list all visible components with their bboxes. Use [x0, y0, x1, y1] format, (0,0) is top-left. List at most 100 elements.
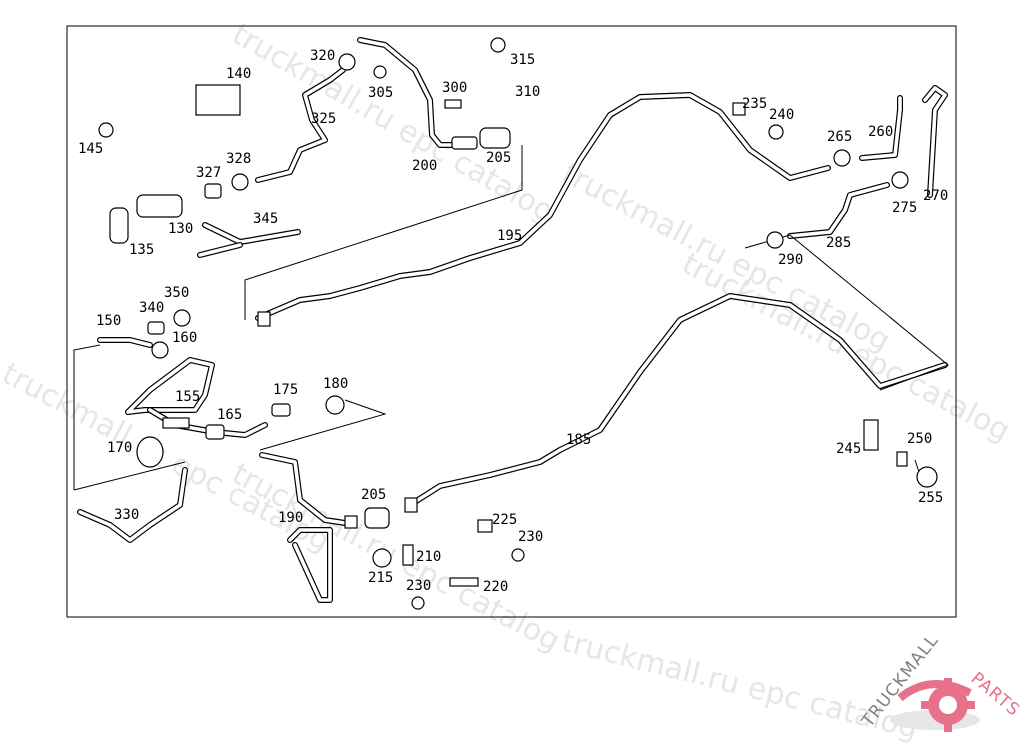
part-shape — [271, 403, 291, 417]
tube — [255, 67, 346, 183]
part-shape — [373, 65, 387, 79]
part-label-290[interactable]: 290 — [778, 252, 803, 268]
tube — [787, 182, 890, 239]
part-label-300[interactable]: 300 — [442, 80, 467, 96]
part-shape — [451, 136, 478, 150]
part-shape — [162, 417, 190, 429]
part-label-230[interactable]: 230 — [406, 578, 431, 594]
part-shape — [364, 507, 390, 529]
part-label-240[interactable]: 240 — [769, 107, 794, 123]
part-label-150[interactable]: 150 — [96, 313, 121, 329]
part-label-185[interactable]: 185 — [566, 432, 591, 448]
part-label-327[interactable]: 327 — [196, 165, 221, 181]
part-label-230[interactable]: 230 — [518, 529, 543, 545]
part-shape — [511, 548, 525, 562]
part-shape — [891, 171, 909, 189]
gear-icon — [890, 678, 980, 732]
part-label-305[interactable]: 305 — [368, 85, 393, 101]
part-label-215[interactable]: 215 — [368, 570, 393, 586]
part-label-135[interactable]: 135 — [129, 242, 154, 258]
tube — [407, 293, 948, 508]
part-label-328[interactable]: 328 — [226, 151, 251, 167]
part-shape — [732, 102, 746, 116]
part-label-130[interactable]: 130 — [168, 221, 193, 237]
part-shape — [257, 311, 271, 327]
part-shape — [402, 544, 414, 566]
part-shape — [151, 341, 169, 359]
part-shape — [768, 124, 784, 140]
part-label-160[interactable]: 160 — [172, 330, 197, 346]
part-label-345[interactable]: 345 — [253, 211, 278, 227]
part-shape — [231, 173, 249, 191]
tube — [357, 37, 468, 148]
diagram-frame — [66, 25, 957, 618]
part-shape — [109, 207, 129, 244]
part-label-325[interactable]: 325 — [311, 111, 336, 127]
part-label-205[interactable]: 205 — [361, 487, 386, 503]
leader-line — [259, 399, 387, 451]
part-label-235[interactable]: 235 — [742, 96, 767, 112]
part-label-350[interactable]: 350 — [164, 285, 189, 301]
part-label-180[interactable]: 180 — [323, 376, 348, 392]
tube — [77, 467, 188, 543]
part-shape — [833, 149, 851, 167]
part-shape — [147, 321, 165, 335]
part-shape — [204, 183, 222, 199]
part-label-250[interactable]: 250 — [907, 431, 932, 447]
part-shape — [173, 309, 191, 327]
part-label-165[interactable]: 165 — [217, 407, 242, 423]
part-label-275[interactable]: 275 — [892, 200, 917, 216]
part-shape — [444, 99, 462, 109]
part-label-170[interactable]: 170 — [107, 440, 132, 456]
part-label-140[interactable]: 140 — [226, 66, 251, 82]
part-shape — [411, 596, 425, 610]
part-label-175[interactable]: 175 — [273, 382, 298, 398]
logo-text-accent: PARTS — [967, 669, 1024, 721]
truckmall-logo: TRUCKMALL PARTS — [858, 631, 1024, 732]
leader-line — [244, 145, 523, 320]
tube — [859, 95, 903, 161]
leader-line — [73, 344, 101, 490]
part-shape — [490, 37, 506, 53]
part-label-310[interactable]: 310 — [515, 84, 540, 100]
part-label-245[interactable]: 245 — [836, 441, 861, 457]
part-shape — [916, 466, 938, 488]
part-shape — [863, 419, 879, 451]
tube — [202, 222, 301, 245]
tube — [287, 527, 333, 603]
part-shape — [338, 53, 356, 71]
part-label-155[interactable]: 155 — [175, 389, 200, 405]
part-shape — [136, 194, 183, 218]
tube — [197, 242, 243, 258]
part-label-315[interactable]: 315 — [510, 52, 535, 68]
part-label-285[interactable]: 285 — [826, 235, 851, 251]
part-label-330[interactable]: 330 — [114, 507, 139, 523]
part-label-265[interactable]: 265 — [827, 129, 852, 145]
part-label-320[interactable]: 320 — [310, 48, 335, 64]
tube — [259, 452, 348, 526]
part-shape — [896, 451, 908, 467]
part-label-220[interactable]: 220 — [483, 579, 508, 595]
tube — [255, 92, 831, 321]
part-label-200[interactable]: 200 — [412, 158, 437, 174]
part-label-145[interactable]: 145 — [78, 141, 103, 157]
part-shape — [449, 577, 479, 587]
part-label-190[interactable]: 190 — [278, 510, 303, 526]
part-label-210[interactable]: 210 — [416, 549, 441, 565]
part-shape — [372, 548, 392, 568]
part-label-270[interactable]: 270 — [923, 188, 948, 204]
tube — [97, 337, 153, 348]
part-labels: 140 145 320 305 325 300 315 310 327 328 200 205 130 1… — [78, 48, 948, 595]
part-shape — [479, 127, 511, 149]
part-label-195[interactable]: 195 — [497, 228, 522, 244]
part-label-225[interactable]: 225 — [492, 512, 517, 528]
part-label-255[interactable]: 255 — [918, 490, 943, 506]
part-label-260[interactable]: 260 — [868, 124, 893, 140]
part-shape — [344, 515, 358, 529]
part-label-205[interactable]: 205 — [486, 150, 511, 166]
leader-line — [73, 461, 186, 491]
part-shape — [766, 231, 784, 249]
part-shape — [477, 519, 493, 533]
part-label-340[interactable]: 340 — [139, 300, 164, 316]
